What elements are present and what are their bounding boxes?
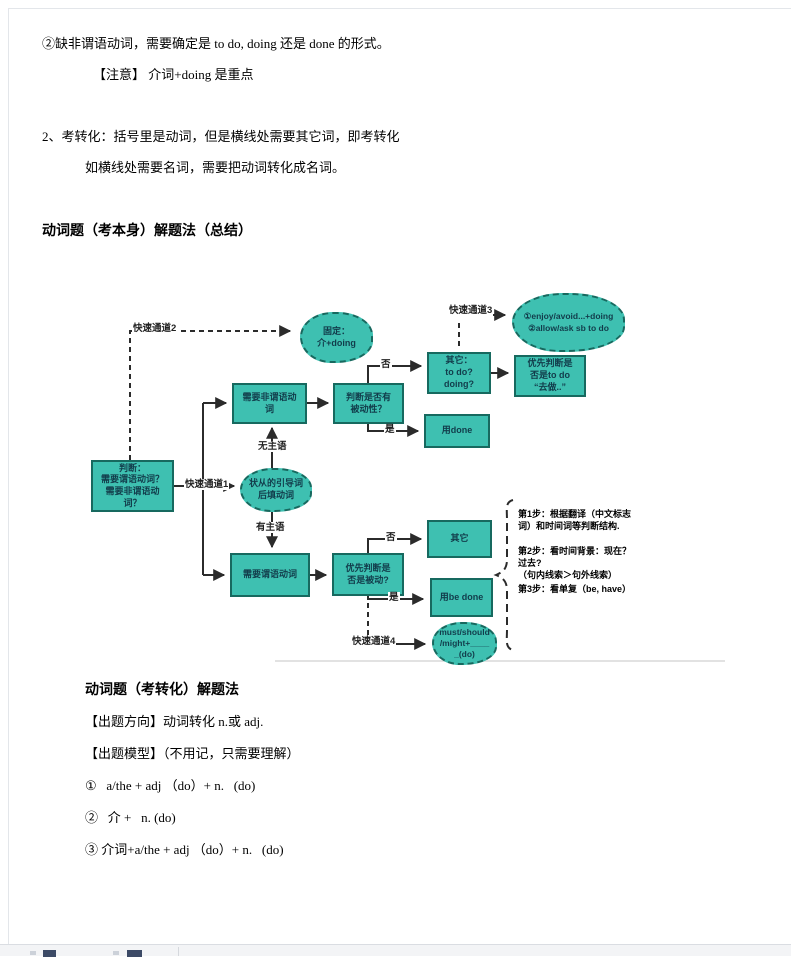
- paragraph-model: 【出题模型】（不用记，只需要理解）: [85, 746, 300, 761]
- cutoff-divider: [178, 947, 179, 956]
- flow-label-fast-channel-2: 快速通道2: [132, 323, 178, 335]
- heading-self-method: 动词题（考本身）解题法（总结）: [42, 224, 252, 239]
- flow-label-fast-channel-3: 快速通道3: [448, 305, 494, 317]
- flow-cloud-enjoy-allow: ①enjoy/avoid...+doing ②allow/ask sb to d…: [512, 293, 625, 352]
- paragraph-transform-2: 如横线处需要名词，需要把动词转化成名词。: [85, 160, 346, 175]
- flow-cloud-fixed-prep-doing: 固定： 介+doing: [300, 312, 373, 363]
- step-note-1: 第1步：根据翻译（中文标志 词）和时间词等判断结构.: [518, 509, 632, 532]
- flow-label-fast-channel-1: 快速通道1: [184, 479, 230, 491]
- cutoff-fragment: [113, 951, 119, 955]
- paragraph-note: 【注意】 介词+doing 是重点: [93, 67, 254, 82]
- flow-node-need-finite: 需要谓语动词: [230, 553, 310, 597]
- page-top-border: [8, 8, 791, 9]
- flowchart: 判断： 需要谓语动词？ 需要非谓语动 词？ 需要非谓语动 词 判断是否有 被动性…: [85, 293, 745, 667]
- flow-label-no-bottom: 否: [385, 532, 397, 544]
- flow-node-judge: 判断： 需要谓语动词？ 需要非谓语动 词？: [91, 460, 174, 512]
- flow-node-judge-passivity: 判断是否有 被动性？: [333, 383, 404, 424]
- cutoff-fragment: [127, 950, 142, 957]
- paragraph-transform-1: 2、考转化：括号里是动词，但是横线处需要其它词，即考转化: [42, 129, 400, 144]
- flow-label-has-subject: 有主语: [255, 522, 286, 534]
- cutoff-fragment: [43, 950, 56, 957]
- model-item-2: ② 介 + n. (do): [85, 810, 176, 825]
- step-note-3: 第3步：看单复（be, have）: [518, 584, 632, 594]
- flow-label-yes-bottom: 是: [388, 592, 400, 604]
- step-note-2: 第2步：看时间背景：现在？ 过去? （句内线索＞句外线索）: [518, 546, 632, 581]
- paragraph-direction: 【出题方向】动词转化 n.或 adj.: [85, 714, 264, 729]
- model-item-3: ③ 介词+a/the + adj （do）+ n. (do): [85, 842, 284, 857]
- cutoff-fragment: [30, 951, 36, 955]
- bottom-strip: [0, 944, 791, 957]
- flow-label-fast-channel-4: 快速通道4: [351, 636, 397, 648]
- flow-node-priority-passive: 优先判断是 否是被动?: [332, 553, 404, 596]
- flow-node-use-done: 用done: [424, 414, 490, 448]
- model-item-1: ① a/the + adj （do）+ n. (do): [85, 778, 256, 793]
- page-left-border: [8, 8, 9, 944]
- heading-transform-method: 动词题（考转化）解题法: [85, 683, 239, 698]
- flow-node-other-todo-doing: 其它： to do? doing?: [427, 352, 491, 394]
- flow-node-other: 其它: [427, 520, 492, 558]
- flow-label-no-top: 否: [380, 359, 392, 371]
- flow-label-yes-top: 是: [384, 424, 396, 436]
- paragraph-nonfinite: ②缺非谓语动词，需要确定是 to do, doing 还是 done 的形式。: [42, 36, 390, 51]
- flow-label-no-subject: 无主语: [257, 441, 288, 453]
- flow-node-use-be-done: 用be done: [430, 578, 493, 617]
- flow-node-priority-todo: 优先判断是 否是to do “去做..”: [514, 355, 586, 397]
- flow-cloud-adverbial-clause: 状从的引导词 后填动词: [240, 468, 312, 512]
- flow-cloud-modal-do: must/should /might+____ _(do): [432, 622, 497, 665]
- flow-node-need-nonfinite: 需要非谓语动 词: [232, 383, 307, 424]
